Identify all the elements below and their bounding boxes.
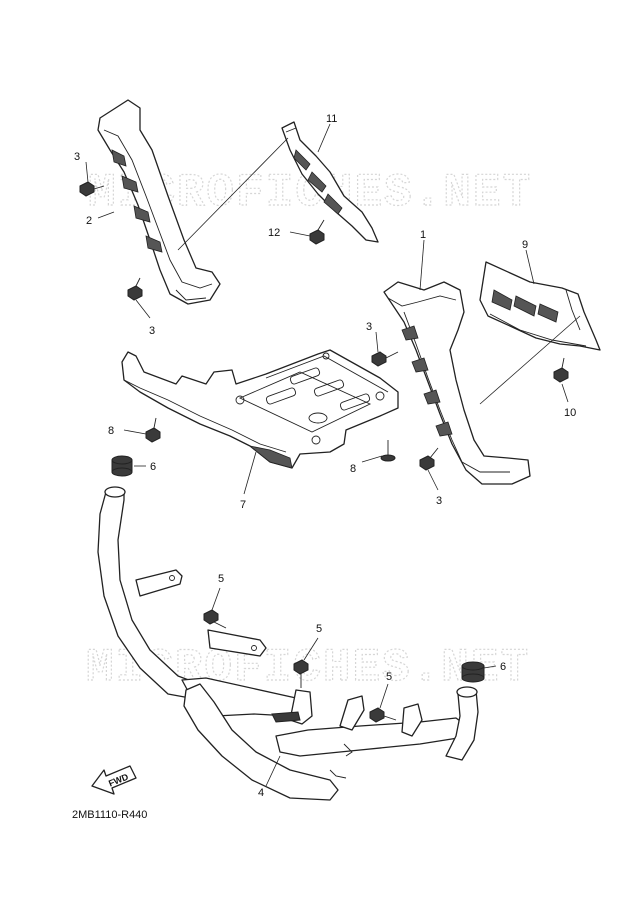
callout-5: 5: [316, 623, 322, 635]
callout-7: 7: [240, 499, 246, 511]
part-4-front-bumper-frame[interactable]: [97, 486, 479, 801]
callouts: 3 2 3 11 12 1 9 3 10 3 8 8 6 7 5 5 5 6 4: [74, 113, 576, 799]
part-2-left-side-guard[interactable]: [97, 99, 221, 305]
part-11-upper-bracket[interactable]: [281, 121, 379, 243]
diagram-code: 2MB1110-R440: [72, 809, 147, 821]
callout-8: 8: [350, 463, 356, 475]
callout-3: 3: [436, 495, 442, 507]
fwd-arrow-icon: FWD: [91, 765, 137, 795]
callout-5: 5: [218, 573, 224, 585]
callout-10: 10: [564, 407, 576, 419]
callout-1: 1: [420, 229, 426, 241]
bolt-5-left[interactable]: [203, 609, 227, 629]
callout-4: 4: [258, 787, 264, 799]
callout-3: 3: [149, 325, 155, 337]
callout-2: 2: [86, 215, 92, 227]
bolt-8-right[interactable]: [380, 440, 396, 462]
bolt-12[interactable]: [309, 219, 325, 245]
callout-12: 12: [268, 227, 280, 239]
callout-8: 8: [108, 425, 114, 437]
callout-11: 11: [326, 113, 337, 125]
part-7-skid-plate[interactable]: [121, 349, 399, 469]
part-1-right-side-guard[interactable]: [383, 281, 531, 485]
bolt-5-center[interactable]: [293, 659, 309, 688]
callout-9: 9: [522, 239, 528, 251]
callout-3: 3: [74, 151, 80, 163]
leader-lines: [85, 123, 581, 787]
bolt-3-lower-left[interactable]: [127, 277, 143, 301]
callout-3: 3: [366, 321, 372, 333]
bolt-10[interactable]: [553, 357, 569, 383]
bolt-3-upper-right[interactable]: [371, 351, 399, 367]
callout-6: 6: [150, 461, 156, 473]
callout-5: 5: [386, 671, 392, 683]
part-9-rear-plate[interactable]: [479, 261, 601, 351]
callout-6: 6: [500, 661, 506, 673]
part-6-cap-right[interactable]: [461, 661, 485, 683]
bolt-5-right[interactable]: [369, 707, 397, 723]
part-6-cap-left[interactable]: [111, 455, 133, 477]
bolt-8-left[interactable]: [145, 417, 161, 443]
bolt-3-lower-right[interactable]: [419, 447, 439, 471]
